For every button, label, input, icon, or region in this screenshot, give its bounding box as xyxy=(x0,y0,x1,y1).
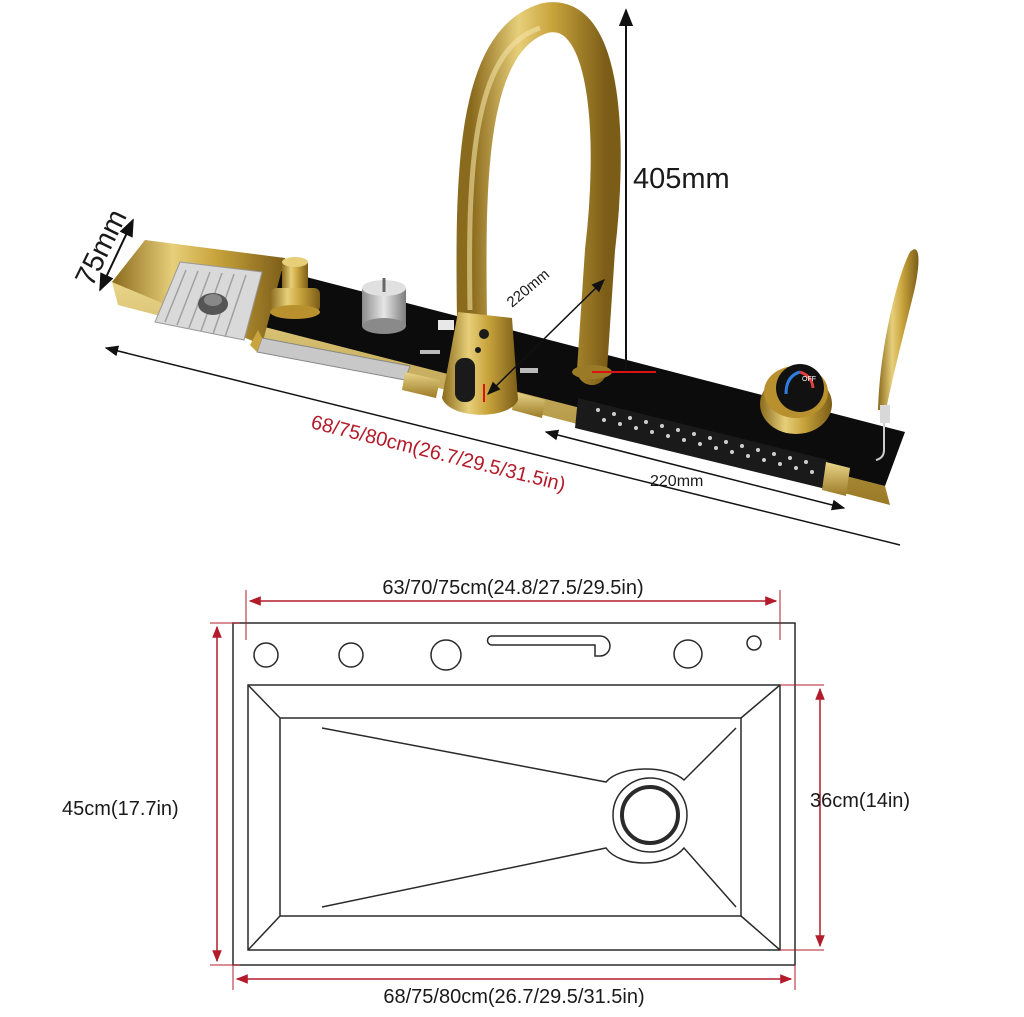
display-status-text: OFF xyxy=(802,376,816,383)
tap-hole xyxy=(746,635,762,651)
height-label: 405mm xyxy=(633,163,730,195)
sink-outline xyxy=(232,622,796,966)
outer-width-label: 68/75/80cm(26.7/29.5/31.5in) xyxy=(383,986,644,1008)
length-dimension-line xyxy=(104,345,901,546)
panel-dimension-line xyxy=(544,429,846,511)
reach-dimension-line xyxy=(487,279,605,395)
waterfall-slot xyxy=(486,635,611,657)
panel-label: 220mm xyxy=(650,473,703,490)
depth-dimension-line xyxy=(99,218,134,292)
length-label: 68/75/80cm(26.7/29.5/31.5in) xyxy=(309,412,568,497)
gold-bracket xyxy=(402,372,440,398)
gold-bracket xyxy=(822,462,850,496)
soap-dispenser xyxy=(270,257,320,319)
steel-control-knob xyxy=(362,278,406,334)
tap-hole xyxy=(430,639,462,671)
pull-out-sprayer xyxy=(875,249,919,461)
temperature-display-knob: OFF xyxy=(760,364,832,434)
label-plate xyxy=(438,320,454,330)
drain-hole-outer xyxy=(612,777,688,853)
tap-hole xyxy=(338,642,364,668)
product-3d-view: OFF 405mm 75mm 220mm 220mm 68/75/80cm(26… xyxy=(70,2,919,546)
label-plate xyxy=(420,350,440,354)
bowl-corner-lines xyxy=(247,684,781,951)
drain-hole-inner xyxy=(620,785,680,845)
plan-depth-label: 45cm(17.7in) xyxy=(62,798,179,820)
bowl-floor xyxy=(279,717,742,917)
tap-hole xyxy=(673,639,703,669)
plan-view: 63/70/75cm(24.8/27.5/29.5in) 45cm(17.7in… xyxy=(62,577,910,1008)
reach-label: 220mm xyxy=(504,266,553,311)
inner-width-label: 63/70/75cm(24.8/27.5/29.5in) xyxy=(382,577,643,599)
drain-slope-lines xyxy=(321,727,737,908)
bowl-depth-label: 36cm(14in) xyxy=(810,790,910,812)
bowl-outer xyxy=(247,684,781,951)
label-plate xyxy=(520,368,538,373)
gold-bracket xyxy=(512,392,545,418)
tap-hole xyxy=(253,642,279,668)
rinser-nozzle xyxy=(198,293,228,315)
